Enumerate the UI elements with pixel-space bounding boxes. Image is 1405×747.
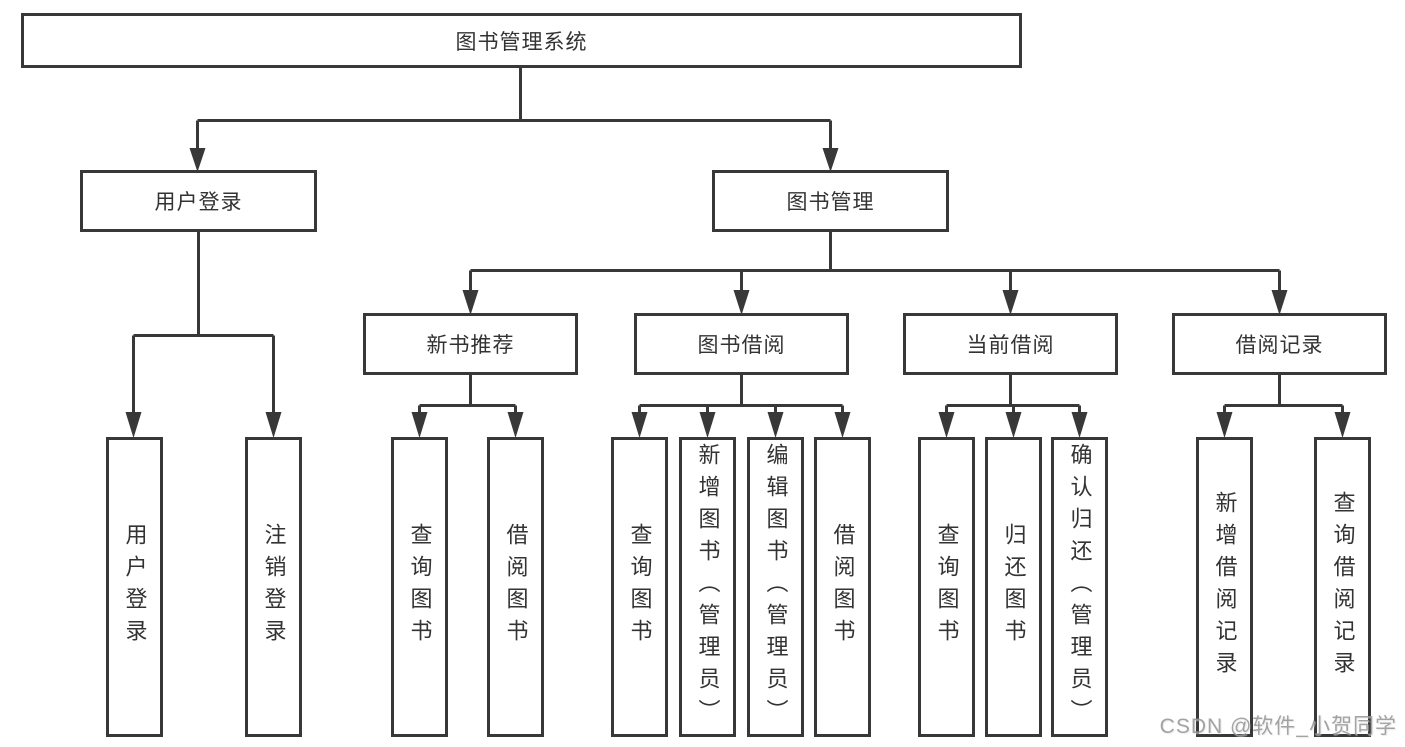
arrowhead-borrow-record <box>1271 290 1288 315</box>
arrowhead-user-login <box>189 148 206 172</box>
leaf-confirm-return-admin: 确认归还（管理员） <box>1051 437 1108 737</box>
node-book-management: 图书管理 <box>712 170 949 232</box>
node-new-book-recommend: 新书推荐 <box>363 313 578 375</box>
arrowhead-leaf-edit-books-admin <box>767 412 784 438</box>
arrowhead-leaf-confirm-return <box>1071 412 1088 438</box>
arrowhead-leaf-borrow-books-1 <box>507 412 524 438</box>
edge-root-to-level2 <box>196 66 832 150</box>
arrowhead-leaf-add-books-admin <box>699 412 716 438</box>
arrowhead-leaf-logout <box>265 412 282 438</box>
node-book-borrow: 图书借阅 <box>634 313 849 375</box>
arrowhead-leaf-user-login <box>125 412 142 438</box>
arrowhead-leaf-return-books <box>1005 412 1022 438</box>
leaf-add-books-admin: 新增图书（管理员） <box>679 437 736 737</box>
edge-new-book-recommend-to-leaves <box>418 375 517 414</box>
csdn-watermark: CSDN @软件_小贺同学 <box>1159 715 1397 738</box>
arrowhead-new-book-recommend <box>462 290 479 315</box>
edge-book-management-to-level3 <box>469 232 1281 292</box>
node-borrow-record: 借阅记录 <box>1172 313 1387 375</box>
leaf-logout: 注销登录 <box>245 437 302 737</box>
leaf-edit-books-admin: 编辑图书（管理员） <box>747 437 804 737</box>
edge-borrow-record-to-leaves <box>1223 375 1344 414</box>
arrowhead-leaf-borrow-books-2 <box>834 412 851 438</box>
leaf-return-books: 归还图书 <box>985 437 1042 737</box>
leaf-query-books-2: 查询图书 <box>611 437 668 737</box>
edge-current-borrow-to-leaves <box>945 375 1081 414</box>
node-root: 图书管理系统 <box>21 13 1022 68</box>
arrowhead-leaf-query-borrow-record <box>1334 412 1351 438</box>
leaf-borrow-books-2: 借阅图书 <box>814 437 871 737</box>
arrowhead-book-borrow <box>733 290 750 315</box>
arrowhead-leaf-query-books-2 <box>631 412 648 438</box>
arrowhead-leaf-add-borrow-record <box>1216 412 1233 438</box>
node-current-borrow: 当前借阅 <box>903 313 1118 375</box>
arrowhead-leaf-query-books-3 <box>938 412 955 438</box>
leaf-query-books-1: 查询图书 <box>391 437 448 737</box>
leaf-add-borrow-record: 新增借阅记录 <box>1196 437 1253 737</box>
arrowhead-current-borrow <box>1002 290 1019 315</box>
leaf-query-borrow-record: 查询借阅记录 <box>1314 437 1371 737</box>
edge-book-borrow-to-leaves <box>638 375 844 414</box>
node-user-login: 用户登录 <box>80 170 317 232</box>
leaf-user-login: 用户登录 <box>106 437 163 737</box>
arrowhead-book-management <box>822 148 839 172</box>
edge-user-login-to-leaves <box>132 232 275 414</box>
arrowhead-leaf-query-books-1 <box>411 412 428 438</box>
leaf-borrow-books-1: 借阅图书 <box>487 437 544 737</box>
leaf-query-books-3: 查询图书 <box>918 437 975 737</box>
